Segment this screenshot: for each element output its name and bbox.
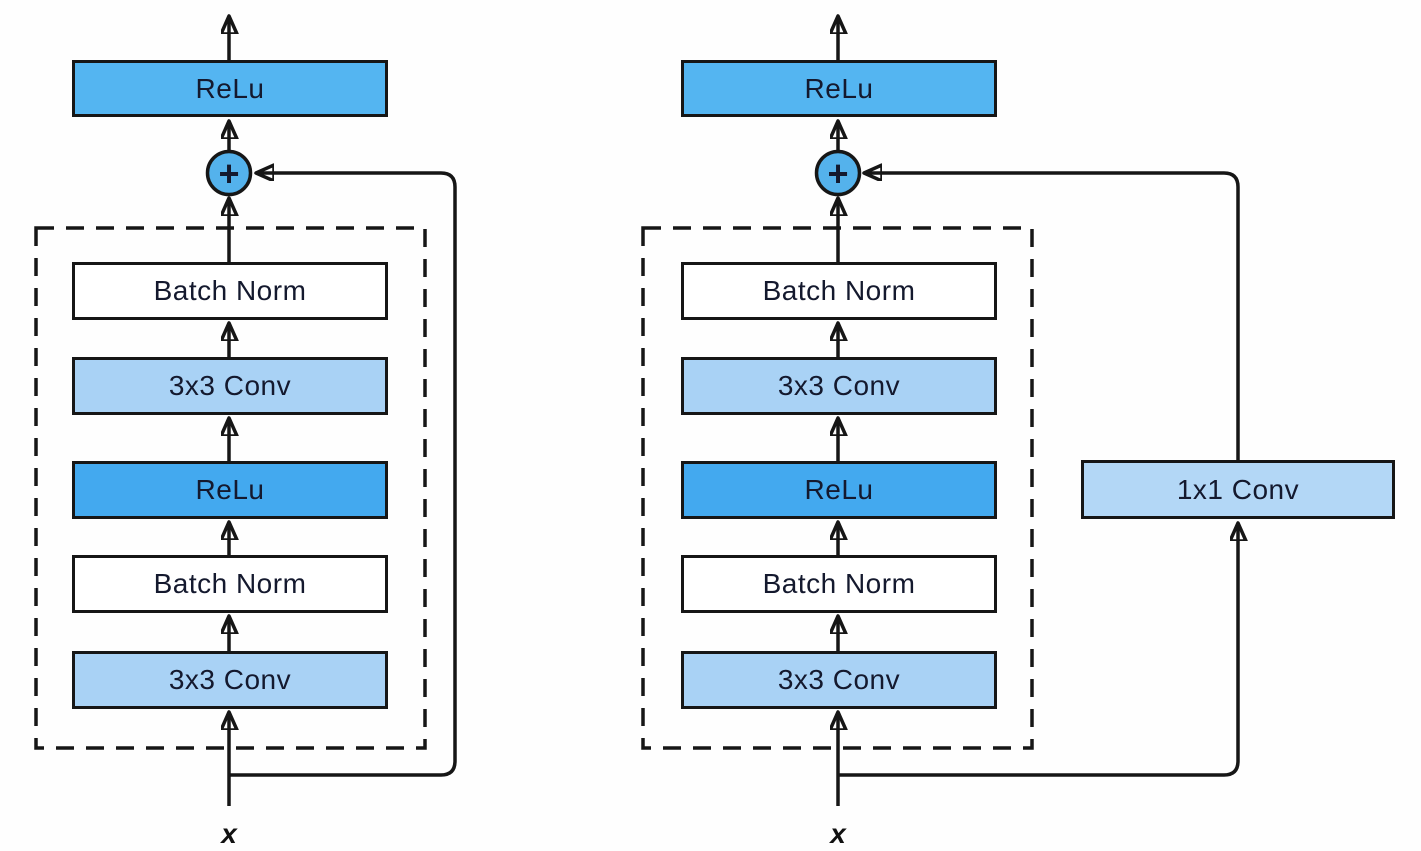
layer-label: 3x3 Conv <box>168 664 292 695</box>
skip-connection-left <box>229 173 457 777</box>
layer-label: ReLu <box>195 72 265 104</box>
layer-label: Batch Norm <box>762 568 916 599</box>
layer-box-relu-left: ReLu <box>72 461 388 519</box>
layer-box-batchnorm1-left: Batch Norm <box>72 262 388 320</box>
layer-label: 3x3 Conv <box>777 664 901 695</box>
merge-add-circle-left <box>205 149 253 197</box>
input-x-label-right: x <box>830 818 846 849</box>
layer-box-output-relu-left: ReLu <box>72 60 388 117</box>
layer-label: ReLu <box>804 72 874 104</box>
layer-label: ReLu <box>804 474 874 505</box>
skip-connection-lower-right <box>838 523 1238 777</box>
layer-box-batchnorm2-left: Batch Norm <box>72 555 388 613</box>
layer-box-conv2-right: 3x3 Conv <box>681 651 997 709</box>
layer-label: 1x1 Conv <box>1176 473 1300 505</box>
layer-label: Batch Norm <box>153 275 307 306</box>
plus-icon: + <box>827 153 848 194</box>
layer-box-conv2-left: 3x3 Conv <box>72 651 388 709</box>
input-x-label-left: x <box>221 818 237 849</box>
layer-box-conv1-right: 3x3 Conv <box>681 357 997 415</box>
merge-add-circle-right <box>814 149 862 197</box>
plus-icon: + <box>218 153 239 194</box>
layer-box-conv1-left: 3x3 Conv <box>72 357 388 415</box>
layer-label: Batch Norm <box>762 275 916 306</box>
skip-connection-upper-right <box>864 173 1240 460</box>
layer-label: Batch Norm <box>153 568 307 599</box>
layer-box-relu-right: ReLu <box>681 461 997 519</box>
layer-box-output-relu-right: ReLu <box>681 60 997 117</box>
layer-label: 3x3 Conv <box>168 370 292 401</box>
layer-box-conv-1x1-shortcut: 1x1 Conv <box>1081 460 1395 519</box>
layer-label: ReLu <box>195 474 265 505</box>
layer-box-batchnorm2-right: Batch Norm <box>681 555 997 613</box>
layer-box-batchnorm1-right: Batch Norm <box>681 262 997 320</box>
layer-label: 3x3 Conv <box>777 370 901 401</box>
